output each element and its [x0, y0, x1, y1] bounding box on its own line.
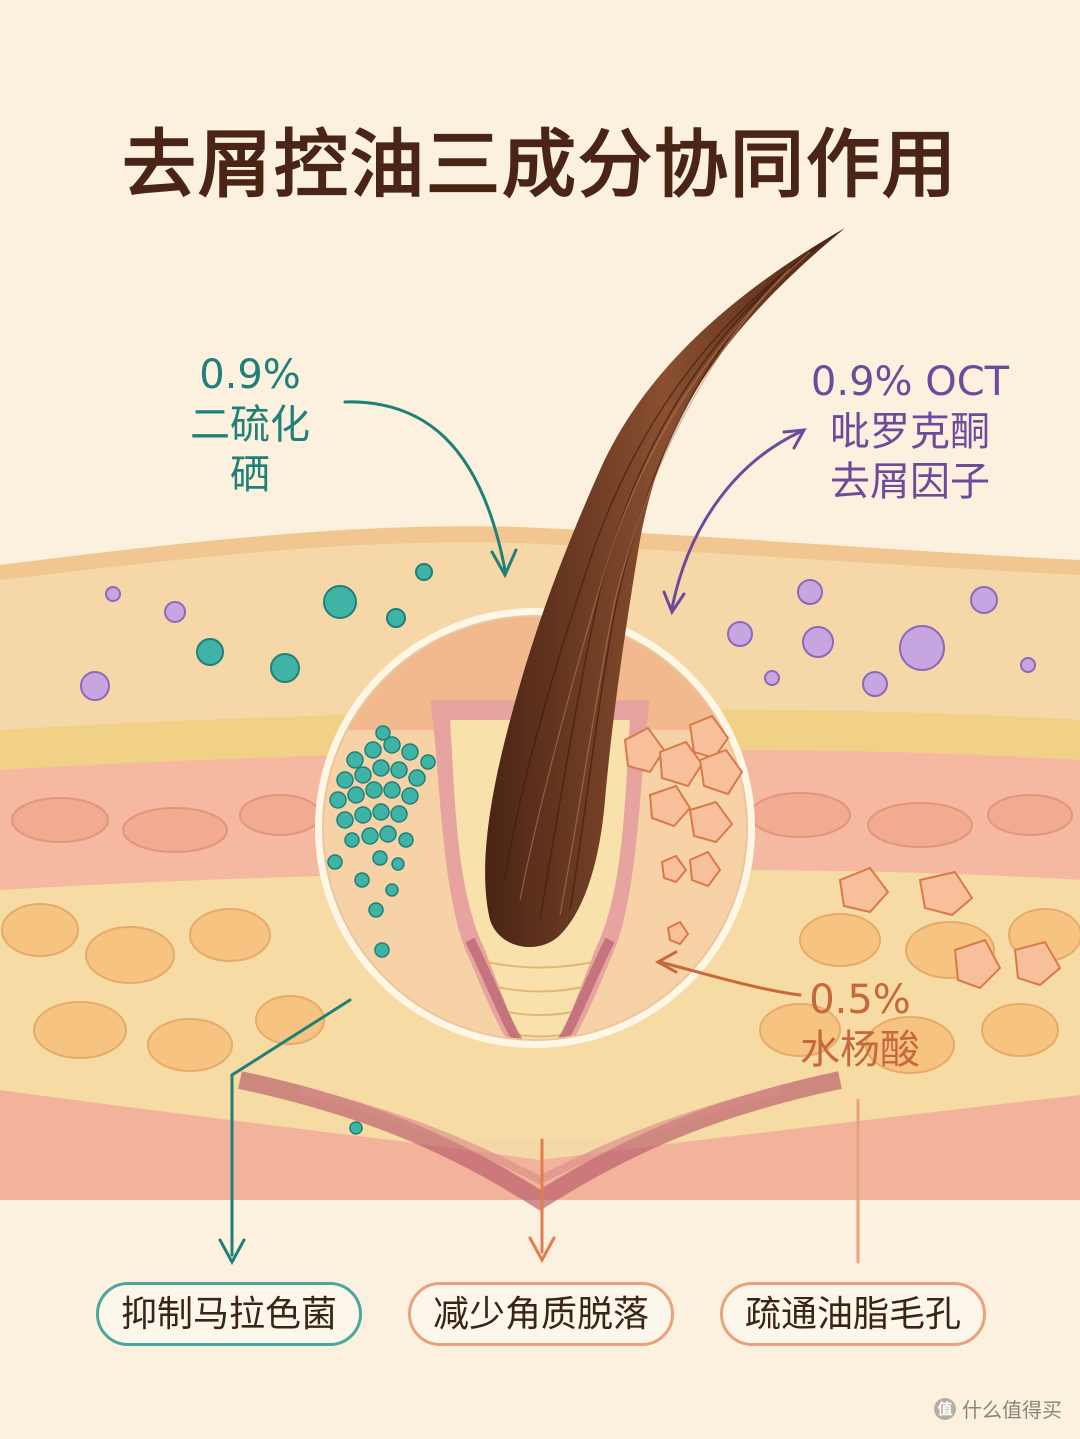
page-title: 去屑控油三成分协同作用: [0, 105, 1080, 212]
selenium-label: 0.9% 二硫化硒: [175, 350, 325, 500]
salicylic-name: 水杨酸: [795, 1025, 925, 1075]
effect-pill-unclog-pores: 疏通油脂毛孔: [720, 1282, 986, 1346]
oct-name-line2: 去屑因子: [800, 457, 1020, 507]
watermark: 值 什么值得买: [934, 1394, 1062, 1423]
oct-label: 0.9% OCT 吡罗克酮 去屑因子: [800, 357, 1020, 507]
selenium-percent: 0.9%: [175, 350, 325, 400]
oct-name-line1: 吡罗克酮: [800, 407, 1020, 457]
selenium-name: 二硫化硒: [175, 400, 325, 500]
oct-percent: 0.9% OCT: [800, 357, 1020, 407]
salicylic-label: 0.5% 水杨酸: [795, 975, 925, 1075]
salicylic-percent: 0.5%: [795, 975, 925, 1025]
watermark-badge-icon: 值: [934, 1398, 956, 1420]
effect-pill-reduce-flaking: 减少角质脱落: [408, 1282, 674, 1346]
effect-pill-inhibit-malassezia: 抑制马拉色菌: [96, 1282, 362, 1346]
watermark-text: 什么值得买: [962, 1394, 1062, 1423]
